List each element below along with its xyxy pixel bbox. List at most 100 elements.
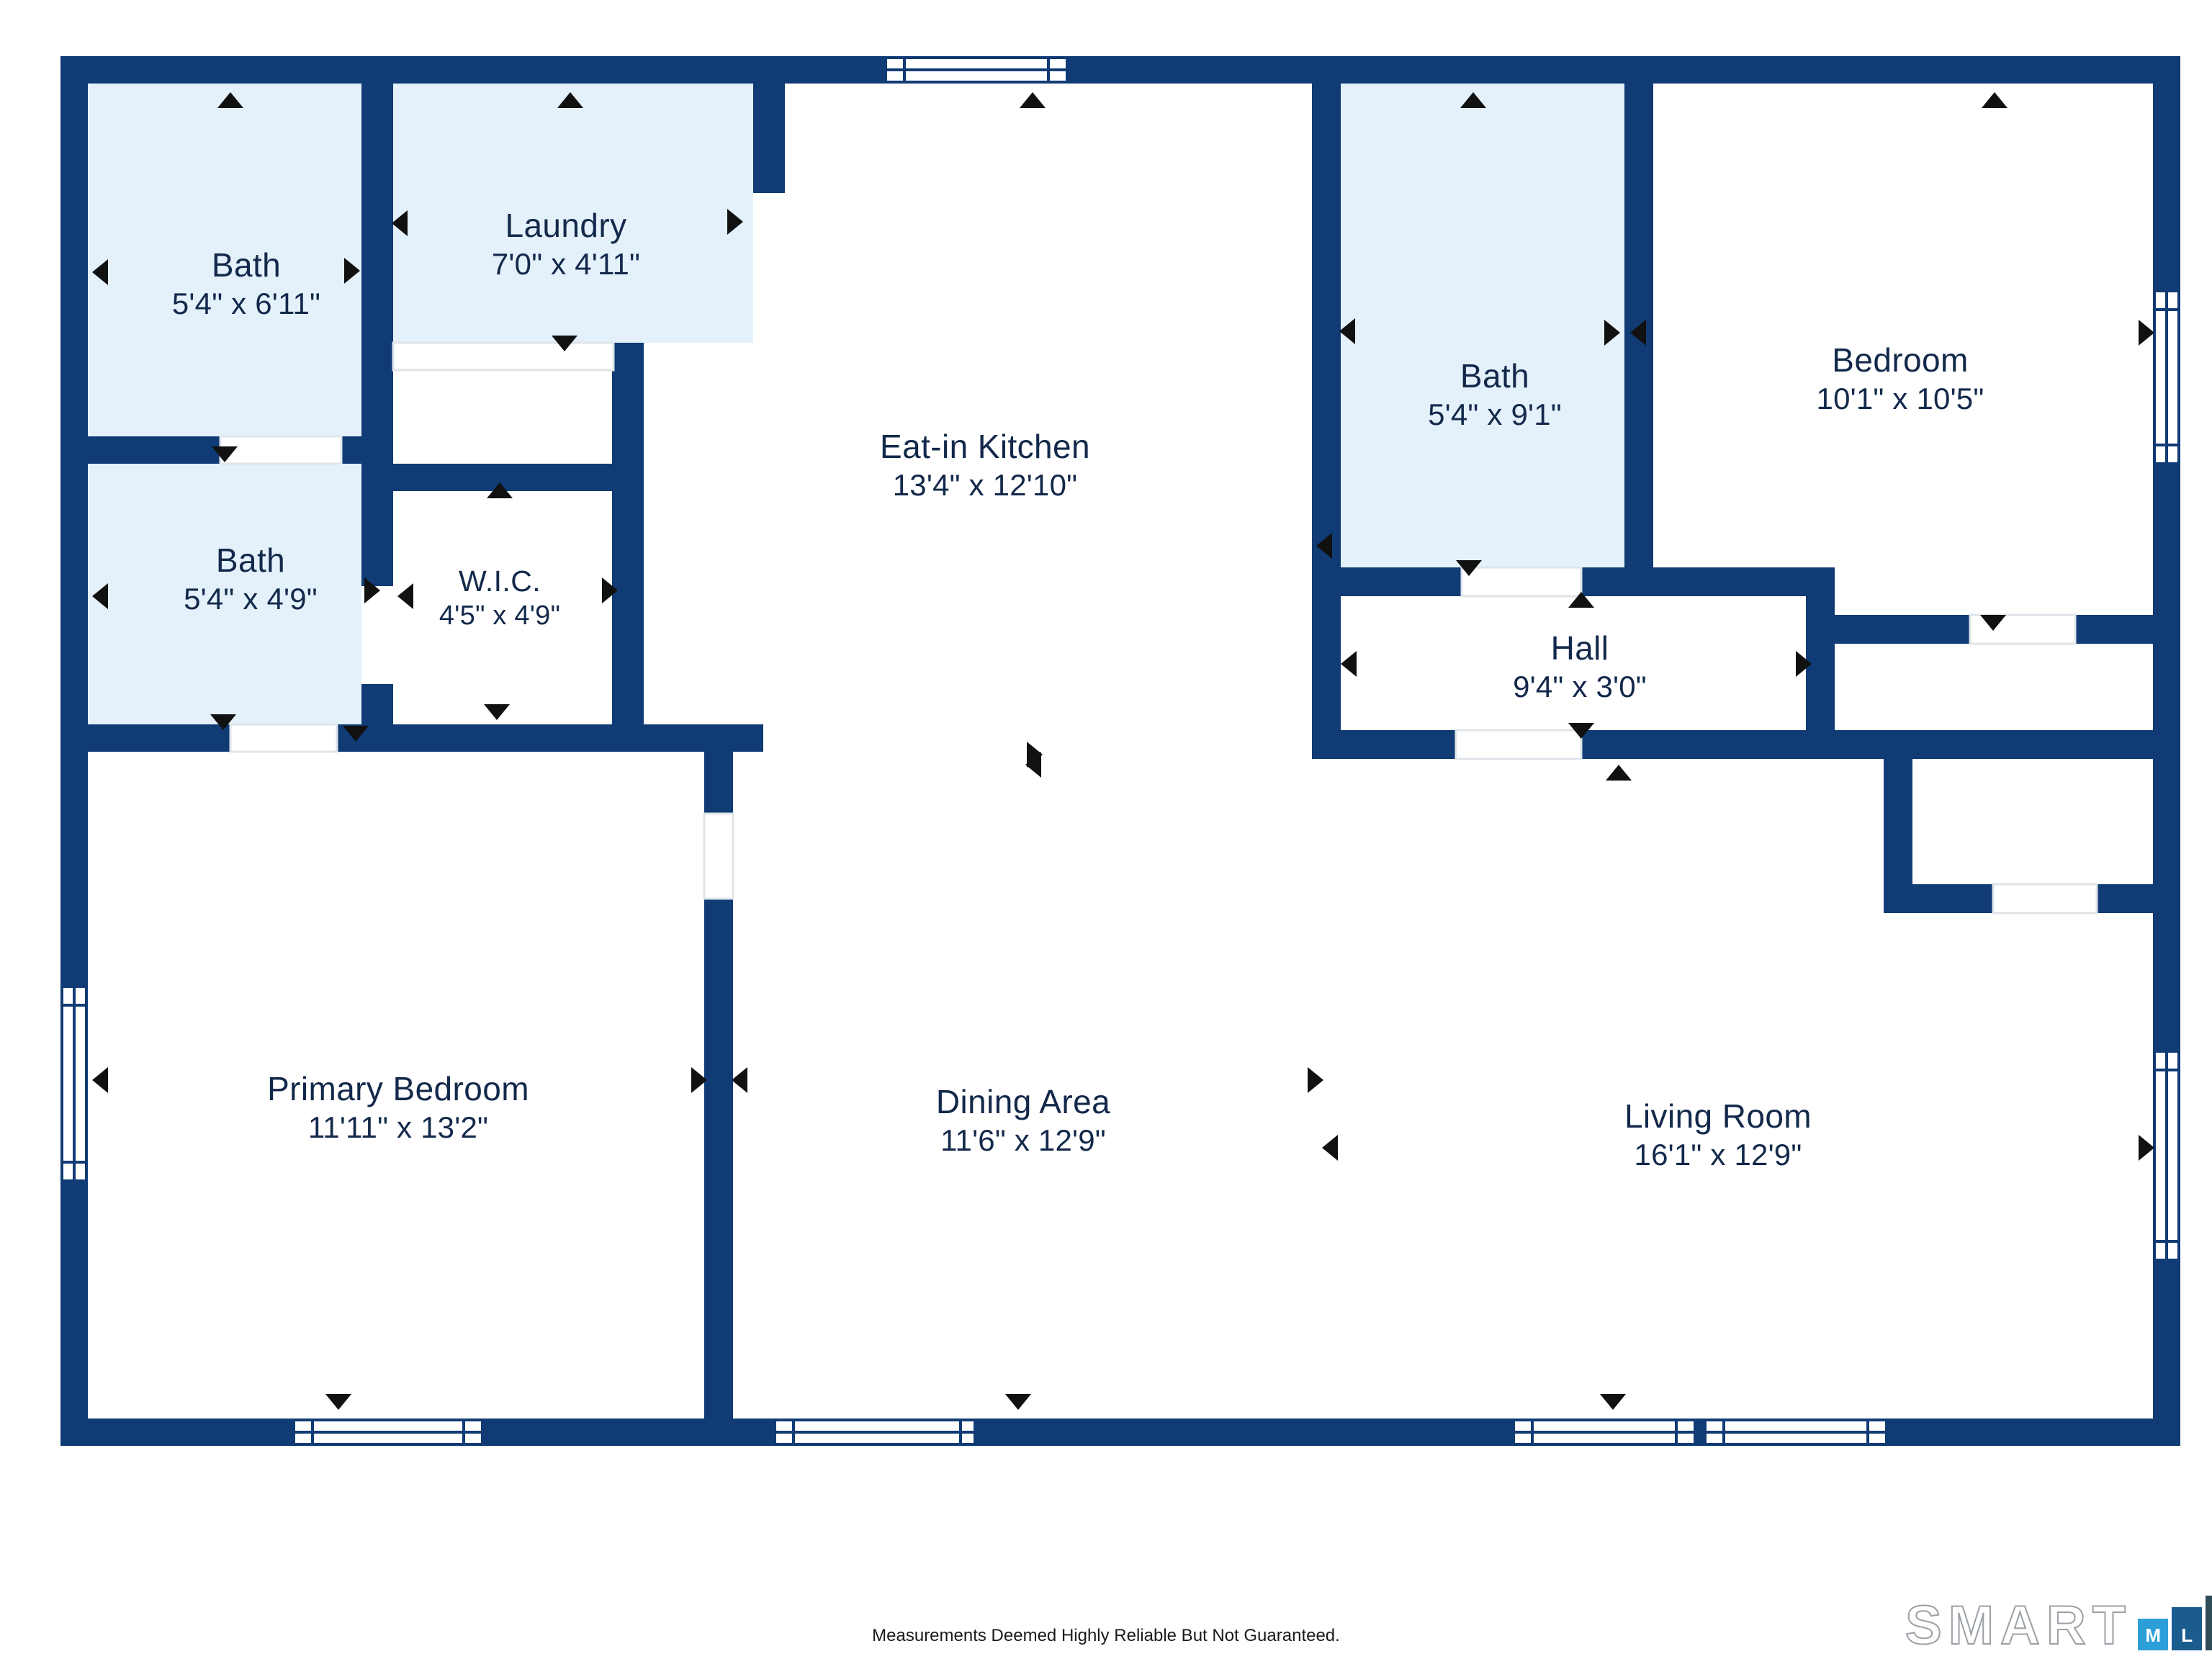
room-label-wic: W.I.C. 4'5" x 4'9" (385, 563, 615, 632)
wall-bath1-laundry (361, 56, 393, 436)
wall-bath2-bottom-left (88, 724, 230, 752)
marker-primary-right (691, 1067, 707, 1093)
room-dimensions: 5'4" x 9'1" (1428, 397, 1562, 432)
wall-lower-closet-bottom-left (1884, 884, 1993, 913)
wall-bath3-right (1624, 56, 1653, 567)
room-dimensions: 4'5" x 4'9" (439, 601, 561, 631)
wall-post-bottom (974, 1420, 1022, 1444)
marker-kitchen-top (1020, 92, 1046, 108)
marker-bedroom-left (1630, 320, 1646, 346)
marker-hall-right (1796, 651, 1812, 677)
marker-hall-sill (1606, 765, 1632, 781)
marker-wic-sill (343, 726, 369, 742)
wall-bath1-bottom-left (88, 436, 220, 464)
marker-bedroom-top (1982, 92, 2008, 108)
wall-lower-closet-bottom-right (2097, 884, 2180, 913)
room-dimensions: 5'4" x 6'11" (171, 287, 321, 321)
window-left-primary (60, 985, 88, 1182)
window-top-kitchen (884, 56, 1069, 84)
opening-laundry-bottom (392, 341, 615, 372)
room-name: W.I.C. (458, 565, 541, 598)
marker-bedroom-right (2139, 320, 2154, 346)
marker-hall-bottom (1568, 723, 1594, 739)
wall-laundry-bottom-right (612, 343, 644, 465)
room-dimensions: 16'1" x 12'9" (1634, 1138, 1802, 1172)
window-bottom-primary (292, 1419, 484, 1446)
wall-primary-dining-stub (704, 752, 733, 814)
bath-1-floor-fill (88, 84, 361, 436)
door-openings (219, 341, 2098, 914)
marker-laundry-top (557, 92, 583, 108)
marker-dining-left (1322, 1135, 1338, 1161)
wall-hall-top-right (1653, 567, 1806, 596)
logo-box-m-letter: M (2145, 1624, 2162, 1646)
marker-bath1-top (217, 92, 243, 108)
exterior-wall-left (60, 56, 88, 1446)
opening-lower-closet (1992, 883, 2098, 914)
wall-laundry-right-upper (753, 56, 785, 193)
marker-bedroom-closet (1980, 615, 2006, 631)
room-name: Dining Area (935, 1083, 1111, 1120)
room-dimensions: 5'4" x 4'9" (184, 582, 318, 616)
marker-wic-right (602, 577, 618, 603)
marker-window-bottom-living (1600, 1394, 1626, 1410)
window-right-bedroom (2153, 289, 2180, 465)
wall-wic-bottom (337, 724, 763, 752)
wall-bath3-bottom-left (1312, 567, 1462, 596)
wall-bath1-bottom-right (341, 436, 393, 464)
marker-kitchen-mid-left (1025, 752, 1041, 778)
laundry-floor-fill (393, 84, 753, 343)
marker-bath3-top (1460, 92, 1486, 108)
room-label-bath-3: Bath 5'4" x 9'1" (1351, 356, 1639, 433)
room-label-bath-1: Bath 5'4" x 6'11" (102, 245, 390, 322)
marker-hall-top (1568, 592, 1594, 608)
marker-window-bottom-primary (325, 1394, 351, 1410)
room-label-bedroom: Bedroom 10'1" x 10'5" (1720, 340, 2080, 417)
room-dimensions: 11'11" x 13'2" (307, 1110, 489, 1145)
measurement-disclaimer: Measurements Deemed Highly Reliable But … (872, 1626, 1340, 1645)
opening-hall-bottom (1455, 729, 1583, 760)
room-dimensions: 10'1" x 10'5" (1816, 382, 1984, 416)
tiled-room-fills (88, 84, 1624, 724)
room-label-bath-2: Bath 5'4" x 4'9" (107, 540, 395, 617)
wall-bedroom-closet-left (1835, 615, 1970, 644)
room-name: Eat-in Kitchen (880, 428, 1090, 465)
marker-hall-left (1341, 651, 1357, 677)
wall-lower-closet-top (1835, 730, 2180, 759)
room-name: Bath (211, 246, 282, 284)
room-name: Laundry (505, 207, 627, 244)
marker-bath2-right (364, 577, 380, 603)
opening-bath3-bottom (1460, 566, 1583, 598)
room-name: Bath (1460, 357, 1530, 395)
wall-wic-right (612, 464, 644, 724)
logo-box-m: M (2138, 1619, 2169, 1650)
interior-walls (88, 56, 2180, 1446)
wall-bath3-bottom-right (1581, 567, 1653, 596)
room-dimensions: 9'4" x 3'0" (1513, 670, 1647, 704)
logo-box-l-letter: L (2181, 1624, 2193, 1646)
room-name: Bath (215, 541, 286, 579)
window-bottom-living-left (1512, 1419, 1696, 1446)
room-label-dining-area: Dining Area 11'6" x 12'9" (807, 1082, 1239, 1159)
bath-3-floor-fill (1336, 84, 1624, 567)
logo-box-l: L (2172, 1607, 2203, 1650)
window-bottom-dining (773, 1419, 981, 1446)
wall-bedroom-closet-right (2075, 615, 2180, 644)
logo-mls-boxes: M L S (2138, 1596, 2212, 1650)
opening-primary-dining (703, 812, 734, 900)
wall-bath3-left (1312, 84, 1341, 757)
room-label-hall: Hall 9'4" x 3'0" (1400, 628, 1760, 705)
wall-primary-dining (704, 899, 733, 1446)
room-label-eat-in-kitchen: Eat-in Kitchen 13'4" x 12'10" (769, 426, 1201, 503)
marker-bath1-right (344, 258, 360, 284)
marker-dining-left-edge (732, 1067, 747, 1093)
room-label-living-room: Living Room 16'1" x 12'9" (1502, 1096, 1934, 1173)
room-dimensions: 13'4" x 12'10" (892, 468, 1078, 503)
exterior-wall-top (60, 56, 2180, 84)
room-label-laundry: Laundry 7'0" x 4'11" (422, 205, 710, 282)
marker-laundry-left (392, 210, 408, 236)
windows (60, 56, 2180, 1446)
dimension-markers (92, 92, 2154, 1410)
room-name: Primary Bedroom (267, 1070, 529, 1107)
room-dimensions: 11'6" x 12'9" (940, 1123, 1106, 1158)
